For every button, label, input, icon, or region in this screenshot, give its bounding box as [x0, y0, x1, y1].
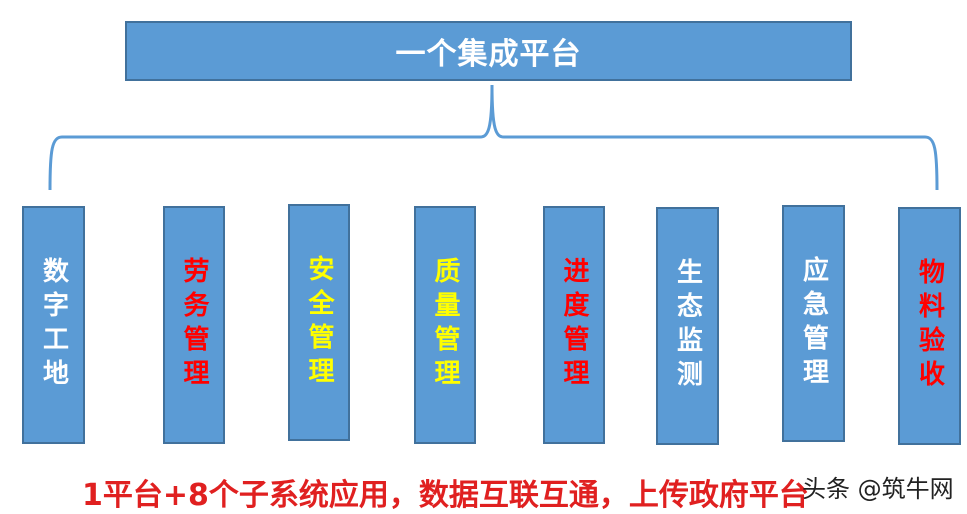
platform-box: 一个集成平台	[125, 21, 852, 81]
subsystem-box-quality: 质量管理	[414, 206, 476, 444]
subsystem-label: 劳务管理	[179, 257, 209, 393]
subsystem-box-material: 物料验收	[898, 207, 961, 445]
subsystem-box-labor: 劳务管理	[163, 206, 225, 444]
platform-title: 一个集成平台	[395, 37, 582, 72]
subsystem-box-progress: 进度管理	[543, 206, 605, 444]
watermark: 头条 @筑牛网	[802, 475, 954, 503]
subsystem-label: 进度管理	[559, 257, 589, 393]
subsystem-label: 数字工地	[38, 257, 69, 393]
subsystem-label: 应急管理	[798, 255, 829, 392]
footer-caption: 1平台+8个子系统应用，数据互联互通，上传政府平台	[82, 478, 809, 513]
subsystem-label: 生态监测	[672, 258, 703, 394]
subsystem-box-ecology: 生态监测	[656, 207, 719, 445]
subsystem-label: 安全管理	[304, 254, 334, 391]
subsystem-label: 物料验收	[914, 258, 945, 394]
subsystem-label: 质量管理	[430, 257, 460, 393]
subsystem-box-emergency: 应急管理	[782, 205, 845, 442]
subsystem-box-digital-site: 数字工地	[22, 206, 85, 444]
subsystem-box-safety: 安全管理	[288, 204, 350, 441]
